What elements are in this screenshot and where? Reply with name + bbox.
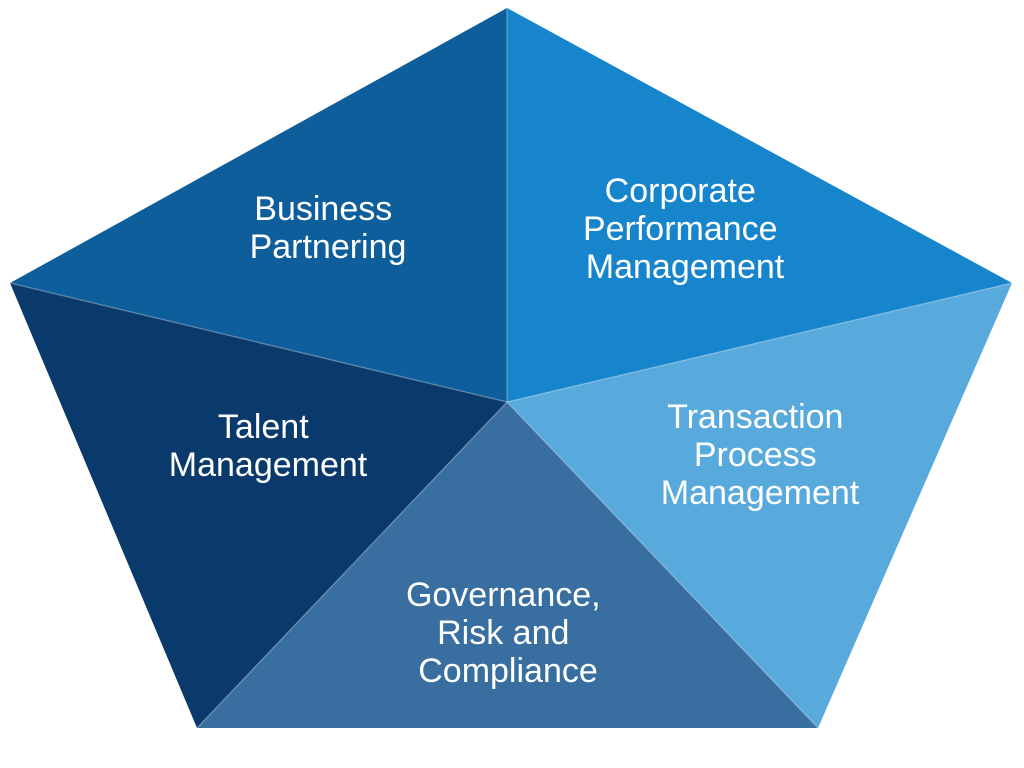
segment-talent-management-label: Talent Management <box>169 408 368 484</box>
segment-talent-management-shape <box>10 283 507 728</box>
label-line: Talent <box>218 408 309 446</box>
segment-business-partnering: Business Partnering <box>10 8 507 402</box>
divider-line <box>506 282 1013 403</box>
label-line: Compliance <box>418 652 598 690</box>
segment-transaction-process-management: Transaction Process Management <box>507 283 1012 728</box>
label-line: Management <box>169 446 368 484</box>
segment-corporate-performance-management-shape <box>507 8 1012 402</box>
segment-corporate-performance-management-label: Corporate Performance Management <box>583 172 787 286</box>
segment-talent-management: Talent Management <box>10 283 507 728</box>
label-line: Corporate <box>605 172 756 210</box>
segment-transaction-process-management-label: Transaction Process Management <box>661 398 860 512</box>
label-line: Management <box>586 248 785 286</box>
segment-business-partnering-shape <box>10 8 507 402</box>
segment-business-partnering-label: Business Partnering <box>250 190 407 266</box>
label-line: Transaction <box>667 398 843 436</box>
segment-governance-risk-compliance: Governance, Risk and Compliance <box>197 402 818 728</box>
segment-corporate-performance-management: Corporate Performance Management <box>507 8 1012 402</box>
divider-line <box>9 282 508 403</box>
label-line: Risk and <box>437 614 569 652</box>
segment-transaction-process-management-shape <box>507 283 1012 728</box>
label-line: Process <box>694 436 817 474</box>
label-line: Partnering <box>250 228 407 266</box>
label-line: Management <box>661 474 860 512</box>
segment-dividers <box>9 8 1013 729</box>
divider-line <box>506 401 819 729</box>
label-line: Governance, <box>406 576 601 614</box>
segment-governance-risk-compliance-label: Governance, Risk and Compliance <box>406 576 610 690</box>
label-line: Business <box>254 190 392 228</box>
label-line: Performance <box>583 210 778 248</box>
segment-governance-risk-compliance-shape <box>197 402 818 728</box>
divider-line <box>196 401 508 729</box>
